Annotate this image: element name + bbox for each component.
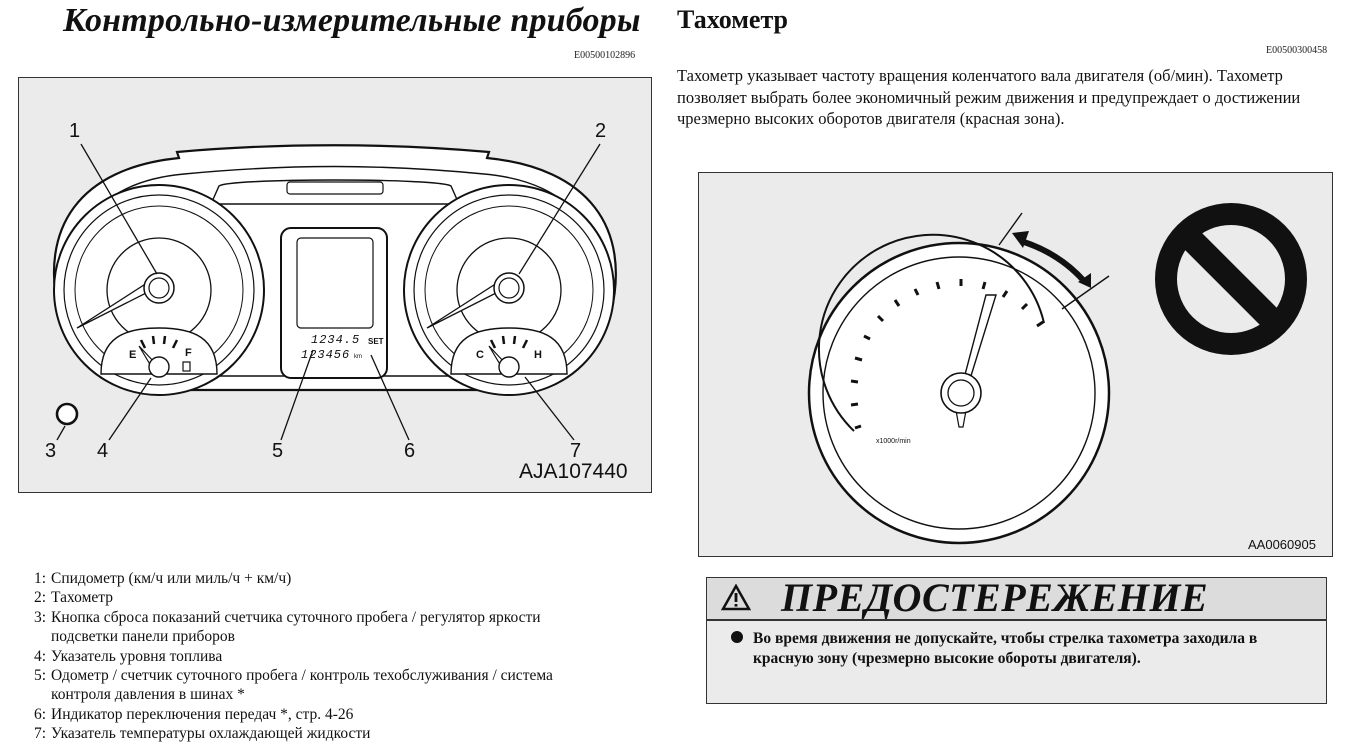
legend-item: 2:Тахометр (33, 589, 113, 607)
callout-1: 1 (69, 120, 81, 142)
legend-item: 3:Кнопка сброса показаний счетчика суточ… (33, 608, 541, 646)
callout-2: 2 (595, 120, 607, 142)
legend-item: 1:Спидометр (км/ч или миль/ч + км/ч) (33, 570, 292, 587)
set-indicator: SET (368, 337, 384, 346)
odometer-unit: km (354, 354, 362, 360)
callout-3: 3 (45, 440, 57, 462)
warning-body: Во время движения не допускайте, чтобы с… (706, 619, 1327, 704)
legend-item: 4:Указатель уровня топлива (33, 647, 223, 665)
temp-cold-mark: C (476, 349, 484, 361)
instrument-cluster-illustration (52, 143, 617, 441)
instrument-cluster-figure: E F C H 1234.5 SET 123456 km 1 2 3 4 5 6… (18, 77, 652, 493)
subsection-title: Тахометр (677, 5, 789, 34)
odometer-readout: 123456 (301, 348, 351, 362)
temp-hot-mark: H (534, 349, 542, 361)
warning-triangle-icon (721, 584, 751, 611)
fuel-empty-mark: E (129, 349, 137, 361)
callout-7: 7 (570, 440, 582, 462)
figure-id: AJA107440 (519, 460, 628, 483)
bullet-icon (731, 631, 743, 643)
trip-readout: 1234.5 (311, 333, 361, 347)
warning-header: ПРЕДОСТЕРЕЖЕНИЕ (706, 575, 1327, 620)
tachometer-illustration (807, 203, 1307, 545)
fuel-full-mark: F (185, 347, 192, 359)
tachometer-figure: x1000r/min AA0060905 (698, 172, 1333, 557)
callout-4: 4 (97, 440, 109, 462)
legend-item: 7:Указатель температуры охлаждающей жидк… (33, 725, 371, 743)
subsection-code: E00500300458 (1266, 45, 1328, 56)
callout-5: 5 (272, 440, 284, 462)
scale-label: x1000r/min (876, 438, 911, 445)
warning-title: ПРЕДОСТЕРЕЖЕНИЕ (781, 575, 1209, 620)
section-code: E00500102896 (574, 50, 636, 61)
legend-item: 6:Индикатор переключения передач *, стр.… (33, 705, 354, 723)
legend-list: 1:Спидометр (км/ч или миль/ч + км/ч) 2:Т… (27, 569, 611, 744)
warning-text: Во время движения не допускайте, чтобы с… (753, 630, 1258, 667)
section-title: Контрольно-измерительные приборы (63, 2, 641, 39)
figure-id: AA0060905 (1248, 537, 1316, 552)
legend-item: 5:Одометр / счетчик суточного пробега / … (33, 667, 553, 704)
tachometer-description: Тахометр указывает частоту вращения коле… (677, 66, 1301, 128)
callout-6: 6 (404, 440, 416, 462)
